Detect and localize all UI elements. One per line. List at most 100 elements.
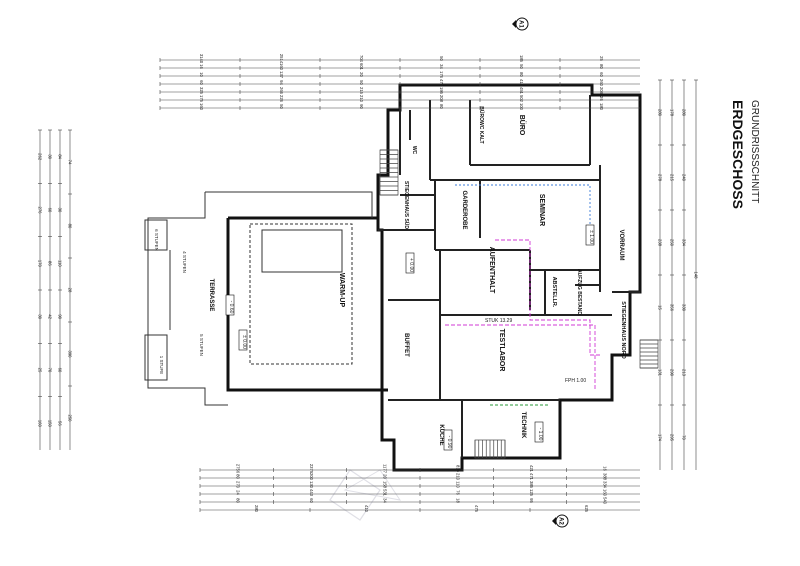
- level-value: ± 1.00: [588, 230, 594, 244]
- dimension-value: 70: [682, 435, 687, 440]
- dimension-value: 410: [364, 505, 369, 513]
- dimension-value: 334: [602, 481, 607, 489]
- level-value: - 0.90: [446, 436, 452, 449]
- dimension-value: 160: [38, 420, 43, 428]
- dimension-value: 50: [359, 80, 364, 85]
- room-label-testlabor: TESTLABOR: [498, 329, 505, 372]
- dimension-value: 178: [670, 109, 675, 117]
- marker-a1-label: A1: [518, 20, 524, 28]
- dimension-value: 24: [236, 490, 241, 495]
- dimension-value: 175: [199, 95, 204, 103]
- dimension-value: 240: [682, 174, 687, 182]
- room-label-buefo_kalt: BÜROWC KALT: [478, 106, 485, 143]
- dimension-value: 150: [48, 420, 53, 428]
- stufen-label: 5 STUFEN: [199, 334, 204, 356]
- room-label-vorraum: VORRAUM: [618, 230, 624, 261]
- dimension-value: 200: [309, 473, 314, 481]
- level-value: + 0.00: [408, 258, 414, 272]
- room-label-garderobe: GARDEROBE: [461, 190, 467, 229]
- dimension-value: 60: [599, 72, 604, 77]
- dimension-value: 80: [439, 104, 444, 109]
- dimension-value: 334: [682, 239, 687, 247]
- dimension-value: 206: [599, 87, 604, 95]
- dimension-value: 330: [682, 304, 687, 312]
- dimension-value: 280: [658, 109, 663, 117]
- section-marker-a2: A2: [552, 514, 569, 528]
- dimension-value: 20: [382, 474, 387, 479]
- drawing-title: GRUNDRISSSCHNITT ERDGESCHOSS: [730, 100, 760, 209]
- room-labels: BÜROSEMINARGARDEROBEAUFENTHALTVORRAUMABS…: [154, 106, 626, 445]
- dimension-value: 262: [38, 153, 43, 161]
- dimension-value: 410: [519, 79, 524, 87]
- room-label-aufenthalt: AUFENTHALT: [488, 247, 495, 294]
- dimension-value: 60: [309, 498, 314, 503]
- dimension-value: 185: [519, 55, 524, 63]
- room-label-buffet: BUFFET: [403, 333, 409, 357]
- dimension-value: 226: [279, 95, 284, 103]
- dimension-value: 28: [68, 288, 73, 293]
- dimension-value: 148: [694, 272, 699, 280]
- dimension-value: 1177: [382, 464, 387, 474]
- dimension-value: 60: [58, 368, 63, 373]
- stairs: [379, 149, 659, 459]
- dimension-value: 50: [519, 64, 524, 69]
- dimension-value: 20: [359, 72, 364, 77]
- level-marker: ± 1.00: [585, 224, 595, 246]
- dimension-value: 137: [279, 71, 284, 79]
- dimension-value: 475: [474, 505, 479, 513]
- dimension-value: 84: [58, 154, 63, 159]
- dimension-value: 95: [529, 498, 534, 503]
- marker-a2-label: A2: [558, 517, 564, 525]
- room-label-technik: TECHNIK: [520, 412, 526, 439]
- dimension-value: 266: [279, 87, 284, 95]
- dimension-value: 210: [456, 473, 461, 481]
- dimension-value: 160: [602, 489, 607, 497]
- dimension-value: 110: [456, 481, 461, 488]
- dimension-value: 76: [456, 490, 461, 495]
- section-marker-a1: A1: [512, 17, 529, 31]
- stufen-label: 4 STUFEN: [182, 251, 187, 273]
- dimension-value: 704: [359, 55, 364, 63]
- dimension-value: 180: [599, 103, 604, 111]
- level-value: - 0.60: [228, 301, 234, 314]
- dimension-value: 10: [199, 72, 204, 77]
- dimension-value: 30: [48, 154, 53, 159]
- dimension-value: 421: [529, 465, 534, 473]
- dimension-value: 160: [279, 63, 284, 71]
- dimension-value: 2514: [279, 54, 284, 64]
- dimension-value: 110: [58, 260, 63, 267]
- room-label-wc: WC: [411, 146, 417, 155]
- level-value: - 1.00: [537, 428, 543, 441]
- dimension-value: 15: [658, 305, 663, 310]
- dimension-value: 502: [519, 95, 524, 103]
- dimension-value: 471: [529, 473, 534, 481]
- dimension-value: 356: [670, 304, 675, 312]
- dimension-value: 50: [439, 56, 444, 61]
- room-label-kueche: KÜCHE: [438, 424, 445, 445]
- dimension-value: 80: [68, 224, 73, 229]
- dimension-value: 475: [439, 79, 444, 87]
- dimension-value: 170: [38, 260, 43, 268]
- dimension-value: 325: [199, 87, 204, 95]
- room-label-aufzug: AUFZUG BESTAND: [576, 269, 582, 315]
- dimension-value: 2756: [236, 464, 241, 474]
- dimension-value: 130: [309, 481, 314, 489]
- dimension-value: 131: [658, 369, 663, 377]
- installation-lines: [445, 184, 600, 406]
- dimension-value: 174: [658, 434, 663, 442]
- warmup-pool: [249, 223, 353, 365]
- dimension-value: 80: [599, 64, 604, 69]
- dimension-value: 210: [359, 95, 364, 103]
- watermark-logo: [329, 469, 402, 521]
- dimension-value: 56: [58, 421, 63, 426]
- dimension-value: 250: [670, 239, 675, 247]
- dimension-value: 215: [670, 174, 675, 182]
- dimension-value: 208: [439, 95, 444, 103]
- room-label-abstellr: ABSTELLR.: [551, 277, 557, 308]
- dimension-value: 125: [529, 489, 534, 497]
- room-label-terrasse: TERRASSE: [208, 279, 214, 312]
- room-label-warmup: WARM-UP: [338, 273, 345, 308]
- level-marker: - 0.90: [443, 429, 453, 451]
- stufen-label: 6 STUFEN: [154, 229, 159, 251]
